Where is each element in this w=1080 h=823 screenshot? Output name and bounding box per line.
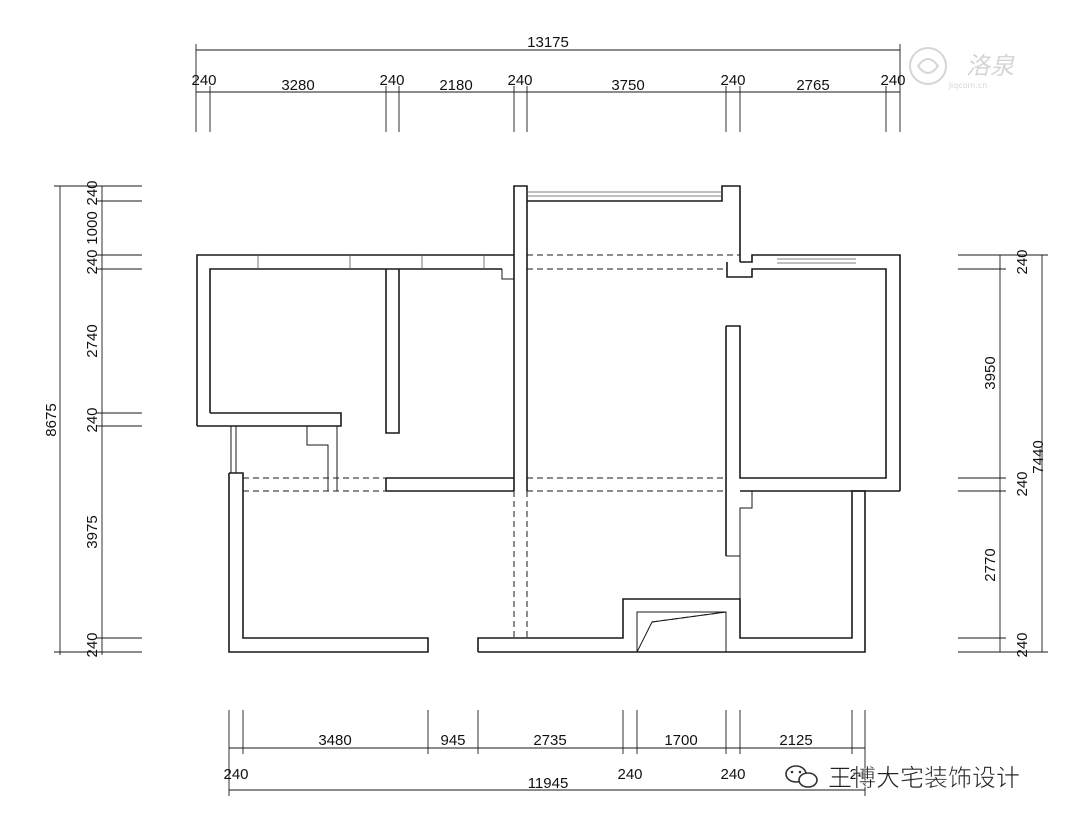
wall-upper-left-outer: [196, 254, 514, 426]
bottom-dimension-chain: 3480 945 2735 1700 2125 240 240 240 24 1…: [223, 710, 866, 796]
brand-watermark-text: 王博大宅装饰设计: [828, 764, 1020, 792]
wall-right-upper-outer: [740, 254, 901, 491]
top-right-watermark: 洛泉 jiqcom.cn: [909, 47, 1015, 90]
bottom-total-label: 11945: [528, 775, 569, 792]
right-total-label: 7440: [1030, 440, 1047, 473]
top-dim-5: 240: [507, 72, 532, 89]
bottom-right-watermark: 王博大宅装饰设计: [785, 764, 1020, 792]
wechat-icon: [785, 765, 818, 788]
wall-lower-left: [228, 472, 429, 653]
right-dim-5: 240: [1014, 632, 1031, 657]
top-dim-3: 240: [379, 72, 404, 89]
right-dim-4: 2770: [982, 548, 999, 581]
wall-partition-upper: [385, 269, 400, 434]
bottom-wall-4: 24: [850, 766, 867, 783]
top-dimension-chain: 13175 240 3280 240 2180 240 3750 240 276…: [191, 34, 906, 132]
top-dim-6: 3750: [611, 77, 644, 94]
left-dim-7: 240: [84, 632, 101, 657]
left-total-label: 8675: [43, 403, 60, 436]
right-dimension-chain: 240 3950 240 7440 2770 240: [958, 249, 1048, 658]
wall-lower-right: [477, 490, 866, 653]
left-dim-2: 1000: [84, 211, 101, 244]
bottom-wall-2: 240: [617, 766, 642, 783]
top-total-label: 13175: [527, 34, 569, 51]
bottom-dim-4: 1700: [664, 732, 697, 749]
top-dim-8: 2765: [796, 77, 829, 94]
top-dim-2: 3280: [281, 77, 314, 94]
bottom-dim-1: 3480: [318, 732, 351, 749]
left-dim-6: 3975: [84, 515, 101, 548]
watermark-logo-text: 洛泉: [966, 52, 1015, 80]
walls: [196, 185, 901, 653]
bottom-dim-3: 2735: [533, 732, 566, 749]
top-dim-4: 2180: [439, 77, 472, 94]
right-dim-2: 3950: [982, 356, 999, 389]
right-dim-1: 240: [1014, 249, 1031, 274]
bottom-wall-1: 240: [223, 766, 248, 783]
left-dim-4: 2740: [84, 324, 101, 357]
watermark-small-text: jiqcom.cn: [948, 81, 988, 90]
bottom-dim-5: 2125: [779, 732, 812, 749]
right-dim-3: 240: [1014, 471, 1031, 496]
left-dimension-chain: 8675 240 1000 240 2740 240 3975 240: [43, 180, 142, 658]
top-dim-9: 240: [880, 72, 905, 89]
wall-right-upper-inner: [726, 262, 887, 479]
top-dim-7: 240: [720, 72, 745, 89]
wall-center-left: [513, 185, 528, 478]
left-dim-3: 240: [84, 249, 101, 274]
watermark-logo-icon: [909, 47, 947, 85]
wall-partition-right: [726, 325, 852, 479]
bottom-wall-3: 240: [720, 766, 745, 783]
left-dim-5: 240: [84, 407, 101, 432]
wall-balcony-top: [527, 185, 741, 262]
bottom-dim-2: 945: [440, 732, 465, 749]
dashed-lines: [243, 254, 740, 638]
left-dim-1: 240: [84, 180, 101, 205]
wall-upper-left-inner: [209, 268, 502, 413]
wall-upper-left-bottom: [197, 412, 342, 427]
top-dim-1: 240: [191, 72, 216, 89]
